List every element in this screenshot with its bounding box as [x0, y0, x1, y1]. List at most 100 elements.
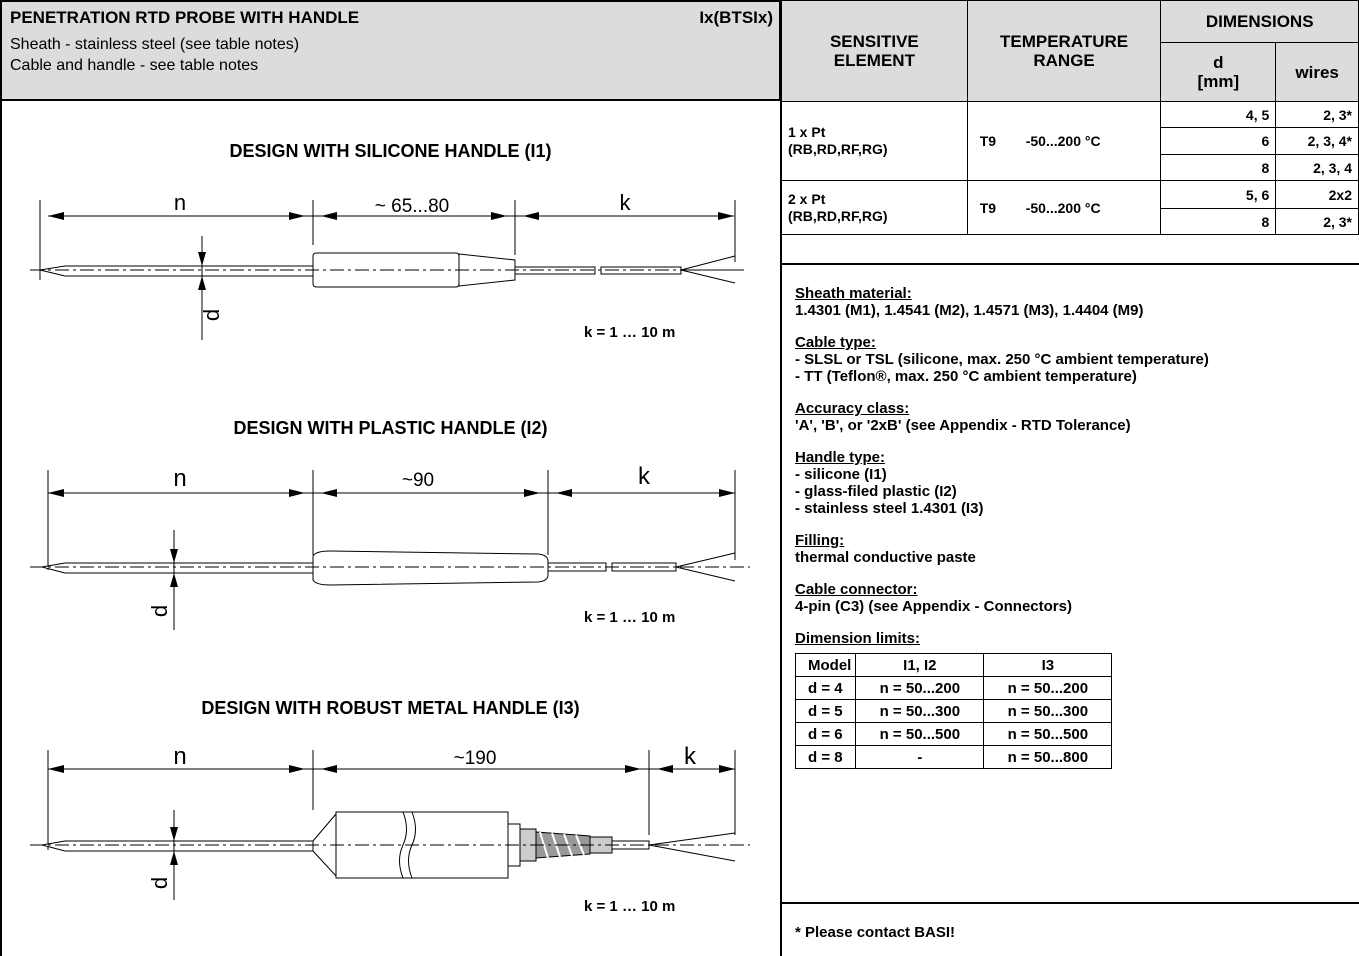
wires-cell: 2, 3* [1275, 208, 1359, 235]
range-value: -50...200 °C [1025, 199, 1101, 216]
label-n: n [173, 465, 186, 492]
spec-table: SENSITIVE ELEMENT TEMPERATURE RANGE DIME… [781, 0, 1359, 235]
column-header: I3 [983, 653, 1113, 677]
note-filling: Filling: thermal conductive paste [795, 532, 1350, 566]
table-cell: d = 6 [794, 722, 857, 746]
header-panel: PENETRATION RTD PROBE WITH HANDLE Ix(BTS… [0, 0, 781, 101]
header-dimensions: DIMENSIONS [1160, 0, 1359, 43]
note-accuracy: Accuracy class: 'A', 'B', or '2xB' (see … [795, 400, 1350, 434]
probe-sheath [41, 562, 314, 574]
page-title: PENETRATION RTD PROBE WITH HANDLE [10, 8, 360, 27]
table-row: 6 2, 3, 4* [782, 127, 1359, 155]
table-notes: Sheath material: 1.4301 (M1), 1.4541 (M2… [794, 285, 1350, 769]
contact-note: * Please contact BASI! [795, 924, 956, 941]
note-text: thermal conductive paste [795, 549, 976, 566]
table-cell: n = 50...200 [855, 676, 985, 700]
label-handle-length: ~90 [402, 470, 434, 491]
note-cable: Cable type: - SLSL or TSL (silicone, max… [795, 334, 1350, 385]
temperature-range-cell: T9 -50...200 °C [966, 101, 1162, 181]
note-text: 4-pin (C3) (see Appendix - Connectors) [795, 598, 1072, 615]
header-d: d [mm] [1160, 42, 1277, 102]
wires-cell: 2x2 [1275, 180, 1359, 209]
wires-cell: 2, 3, 4* [1275, 127, 1359, 155]
note-text: - stainless steel 1.4301 (I3) [795, 500, 984, 517]
cable-length-label: k = 1 … 10 m [584, 898, 676, 915]
design-title-silicone: DESIGN WITH SILICONE HANDLE (I1) [229, 141, 552, 161]
note-text: - glass-filed plastic (I2) [795, 483, 957, 500]
range-value: -50...200 °C [1025, 133, 1101, 149]
label-handle-length: ~ 65...80 [375, 196, 449, 217]
design-title-plastic: DESIGN WITH PLASTIC HANDLE (I2) [233, 418, 548, 438]
table-header-row: Model I1, I2 I3 [794, 653, 1113, 677]
cable-length-label: k = 1 … 10 m [584, 324, 676, 341]
table-row: 8 2, 3* [782, 208, 1359, 235]
table-row: 1 x Pt (RB,RD,RF,RG) T9 -50...200 °C 4, 5… [781, 101, 1359, 181]
note-heading: Sheath material: [795, 285, 912, 302]
label-handle-length: ~190 [454, 748, 497, 769]
table-cell: d = 5 [794, 699, 857, 723]
note-heading: Cable connector: [795, 581, 918, 598]
d-cell: 8 [1160, 208, 1277, 235]
table-row: 8 2, 3, 4 [782, 154, 1359, 181]
table-row: d = 5 n = 50...300 n = 50...300 [794, 699, 1113, 723]
element-name: 1 x Pt [788, 124, 826, 140]
wires-cell: 2, 3, 4 [1275, 154, 1359, 181]
note-text: - TT (Teflon®, max. 250 °C ambient tempe… [795, 368, 1137, 385]
wires-cell: 2, 3* [1275, 101, 1359, 128]
note-sheath: Sheath material: 1.4301 (M1), 1.4541 (M2… [795, 285, 1350, 319]
column-header: I1, I2 [855, 653, 985, 677]
table-row: 2 x Pt (RB,RD,RF,RG) T9 -50...200 °C 5, 6… [781, 180, 1359, 235]
table-cell: - [855, 745, 985, 769]
drawing-silicone-handle: n ~ 65...80 k d [30, 190, 745, 340]
note-text: - SLSL or TSL (silicone, max. 250 °C amb… [795, 351, 1209, 368]
range-code: T9 [979, 133, 997, 149]
table-row: d = 4 n = 50...200 n = 50...200 [794, 676, 1113, 700]
label-d: d [147, 877, 172, 889]
subtitle-cable: Cable and handle - see table notes [10, 57, 259, 74]
note-heading: Handle type: [795, 449, 886, 466]
note-heading: Accuracy class: [795, 400, 910, 417]
cable-length-label: k = 1 … 10 m [584, 609, 676, 626]
d-cell: 5, 6 [1160, 180, 1277, 209]
note-heading: Cable type: [795, 334, 876, 351]
column-header: Model [794, 653, 857, 677]
note-heading: Dimension limits: [795, 630, 921, 647]
table-cell: n = 50...500 [855, 722, 985, 746]
note-connector: Cable connector: 4-pin (C3) (see Appendi… [795, 581, 1350, 615]
probe-sheath [39, 265, 314, 277]
handle [312, 550, 549, 586]
label-n: n [174, 190, 186, 215]
element-types: (RB,RD,RF,RG) [788, 141, 888, 157]
table-cell: n = 50...800 [983, 745, 1113, 769]
range-code: T9 [979, 199, 997, 216]
header-temperature-range: TEMPERATURE RANGE [966, 0, 1162, 102]
note-text: - silicone (I1) [795, 466, 887, 483]
table-cell: n = 50...200 [983, 676, 1113, 700]
table-cell: d = 4 [794, 676, 857, 700]
temperature-range-cell: T9 -50...200 °C [966, 180, 1162, 235]
d-cell: 6 [1160, 127, 1277, 155]
table-cell: d = 8 [794, 745, 857, 769]
element-types: (RB,RD,RF,RG) [788, 207, 888, 224]
label-k: k [684, 743, 697, 770]
sensitive-element-cell: 2 x Pt (RB,RD,RF,RG) [781, 180, 968, 235]
design-title-metal: DESIGN WITH ROBUST METAL HANDLE (I3) [201, 698, 580, 718]
note-limits: Dimension limits: Model I1, I2 I3 d = 4 … [794, 630, 1350, 769]
note-text: 'A', 'B', or '2xB' (see Appendix - RTD T… [795, 417, 1131, 434]
table-row: d = 8 - n = 50...800 [794, 745, 1113, 769]
table-cell: n = 50...300 [983, 699, 1113, 723]
label-d: d [199, 309, 224, 321]
drawing-plastic-handle: n ~90 k d [30, 463, 750, 630]
sensitive-element-cell: 1 x Pt (RB,RD,RF,RG) [781, 101, 968, 181]
note-text: 1.4301 (M1), 1.4541 (M2), 1.4571 (M3), 1… [795, 302, 1144, 319]
header-wires: wires [1275, 42, 1359, 102]
d-cell: 4, 5 [1160, 101, 1277, 128]
label-k: k [620, 190, 632, 215]
element-name: 2 x Pt [788, 190, 826, 207]
product-code: Ix(BTSIx) [699, 8, 773, 27]
note-handle: Handle type: - silicone (I1) - glass-fil… [795, 449, 1350, 517]
table-cell: n = 50...300 [855, 699, 985, 723]
subtitle-sheath: Sheath - stainless steel (see table note… [10, 36, 300, 53]
